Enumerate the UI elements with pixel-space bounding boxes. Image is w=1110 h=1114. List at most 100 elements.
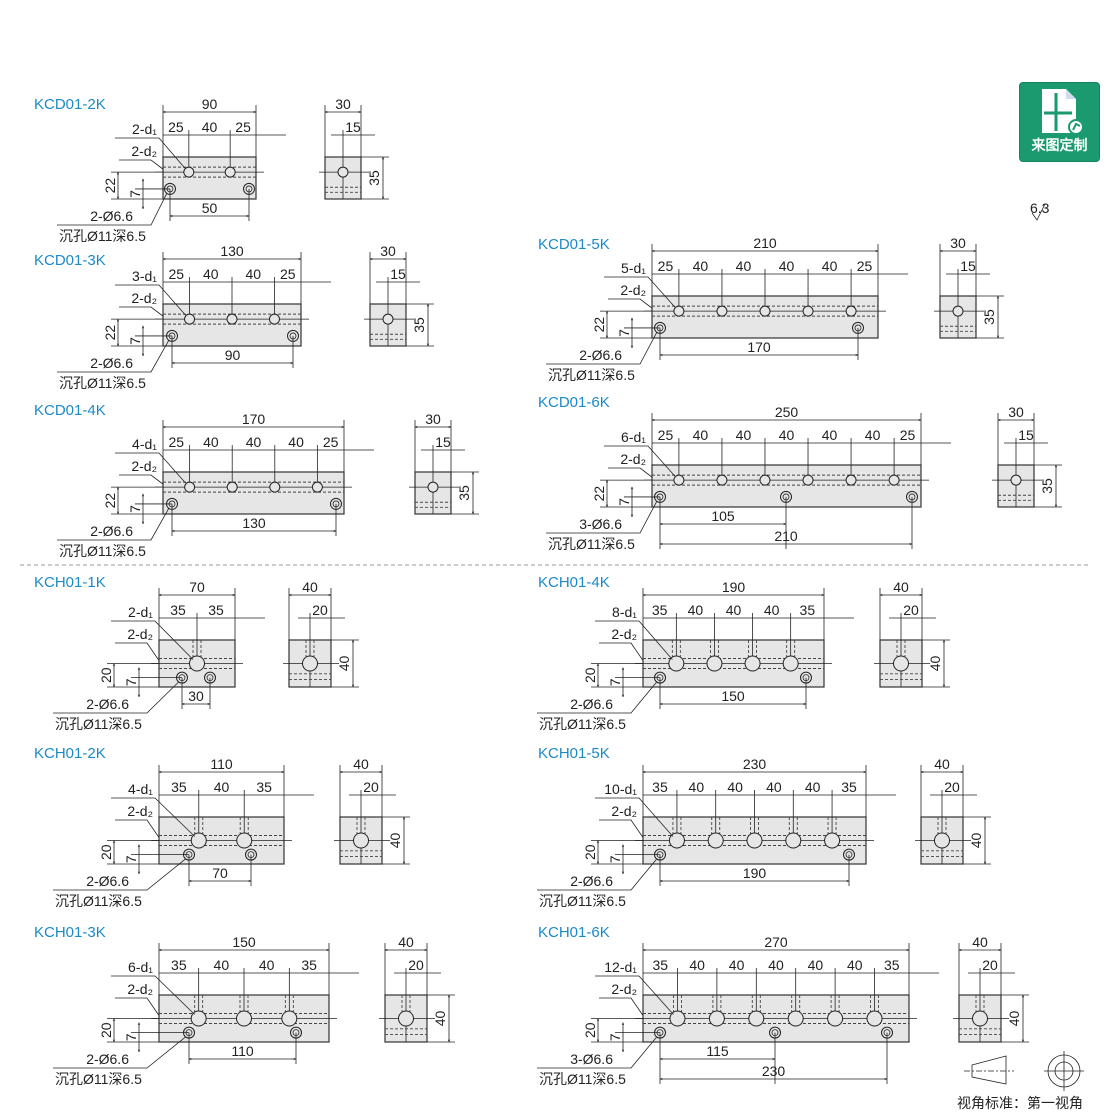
- side-port-hole: [302, 655, 318, 672]
- side-port-label: 2-d₂: [620, 451, 646, 467]
- port-hole: [759, 474, 771, 486]
- mount-span-dim-label: 50: [202, 200, 218, 216]
- custom-drawing-logo[interactable]: 来图定制: [1019, 82, 1100, 162]
- mounting-hole-label: 3-Ø6.6: [579, 516, 622, 532]
- mount-height-dim-label: 7: [607, 855, 623, 863]
- port-count-label: 10-d₁: [604, 781, 637, 797]
- side-port-label: 2-d₂: [127, 626, 153, 642]
- segment-dim-label: 25: [658, 258, 674, 274]
- port-hole: [716, 474, 728, 486]
- port-hole: [785, 832, 802, 849]
- port-hole: [668, 655, 685, 672]
- height-dim-label: 20: [582, 1022, 598, 1038]
- mount-leader: [537, 1036, 658, 1069]
- total-length-dim-label: 250: [775, 404, 799, 420]
- port-leader: [115, 284, 186, 316]
- side-height-dim-label: 35: [366, 170, 382, 186]
- counterbore-note: 沉孔Ø11深6.5: [55, 1071, 142, 1087]
- side-port-label: 2-d₂: [620, 282, 646, 298]
- height-dim-label: 20: [98, 844, 114, 860]
- side-half-dim-label: 20: [903, 602, 919, 618]
- side-width-dim-label: 40: [972, 934, 988, 950]
- mounting-hole-label: 2-Ø6.6: [86, 1051, 129, 1067]
- port-hole: [236, 832, 253, 849]
- side-half-dim-label: 15: [390, 266, 406, 282]
- segment-dim-label: 25: [658, 427, 674, 443]
- port-hole: [748, 1010, 765, 1027]
- port-leader: [595, 797, 674, 837]
- counterbore-note: 沉孔Ø11深6.5: [59, 375, 146, 391]
- side-port-leader: [599, 642, 644, 661]
- port-count-label: 4-d₁: [128, 781, 153, 797]
- side-port-leader: [599, 819, 644, 838]
- front-view-block: [162, 156, 257, 200]
- port-hole: [311, 481, 323, 493]
- counterbore-note: 沉孔Ø11深6.5: [59, 543, 146, 559]
- part-label: KCH01-6K: [538, 924, 610, 941]
- total-length-dim-label: 210: [753, 235, 777, 251]
- mount-span-dim-label: 30: [188, 688, 204, 704]
- mount-leader: [53, 1036, 187, 1069]
- segment-dim-label: 25: [857, 258, 873, 274]
- counterbore-note: 沉孔Ø11深6.5: [548, 536, 635, 552]
- port-leader: [111, 797, 196, 837]
- mount-spacing-dim-label: 105: [711, 508, 735, 524]
- port-hole: [183, 166, 195, 178]
- segment-dim-label: 40: [202, 119, 218, 135]
- segment-dim-label: 40: [288, 434, 304, 450]
- front-view-block: [162, 471, 345, 515]
- segment-dim-label: 35: [884, 957, 900, 973]
- port-leader: [111, 620, 194, 660]
- part-label: KCD01-3K: [34, 252, 106, 269]
- height-dim-label: 22: [102, 493, 118, 509]
- port-count-label: 6-d₁: [128, 959, 153, 975]
- port-leader: [604, 445, 676, 477]
- side-port-label: 2-d₂: [611, 981, 637, 997]
- side-port-hole: [972, 1010, 988, 1027]
- mount-leader: [53, 681, 180, 714]
- part-label: KCD01-6K: [538, 394, 610, 411]
- total-length-dim-label: 110: [210, 756, 233, 772]
- mount-span-dim-label: 190: [743, 865, 767, 881]
- segment-dim-label: 25: [235, 119, 251, 135]
- segment-dim-label: 40: [808, 957, 824, 973]
- mount-height-dim-label: 7: [123, 678, 139, 686]
- port-hole: [706, 655, 723, 672]
- part-label: KCD01-5K: [538, 236, 610, 253]
- side-port-leader: [608, 467, 653, 478]
- mount-span-dim-label: 230: [762, 1063, 786, 1079]
- side-height-dim-label: 35: [1039, 478, 1055, 494]
- side-half-dim-label: 15: [435, 434, 451, 450]
- segment-dim-label: 25: [169, 434, 185, 450]
- mounting-hole-label: 2-Ø6.6: [90, 208, 133, 224]
- segment-dim-label: 25: [323, 434, 339, 450]
- side-port-leader: [115, 819, 160, 838]
- side-width-dim-label: 30: [950, 235, 966, 251]
- side-width-dim-label: 40: [302, 579, 318, 595]
- segment-dim-label: 40: [689, 957, 705, 973]
- height-dim-label: 22: [102, 178, 118, 194]
- segment-dim-label: 40: [736, 427, 752, 443]
- side-port-hole: [398, 1010, 414, 1027]
- port-count-label: 8-d₁: [612, 604, 637, 620]
- port-hole: [226, 481, 238, 493]
- side-port-label: 2-d₂: [611, 803, 637, 819]
- height-dim-label: 20: [582, 844, 598, 860]
- port-hole: [226, 313, 238, 325]
- total-length-dim-label: 170: [242, 411, 266, 427]
- port-hole: [708, 1010, 725, 1027]
- segment-dim-label: 40: [246, 434, 262, 450]
- side-width-dim-label: 30: [380, 243, 396, 259]
- segment-dim-label: 35: [652, 602, 668, 618]
- segment-dim-label: 40: [259, 957, 275, 973]
- mount-span-dim-label: 110: [231, 1043, 254, 1059]
- side-half-dim-label: 20: [944, 779, 960, 795]
- side-port-label: 2-d₂: [127, 981, 153, 997]
- port-hole: [716, 305, 728, 317]
- side-port-label: 2-d₂: [611, 626, 637, 642]
- view-standard-text: 视角标准：第一视角: [957, 1095, 1083, 1111]
